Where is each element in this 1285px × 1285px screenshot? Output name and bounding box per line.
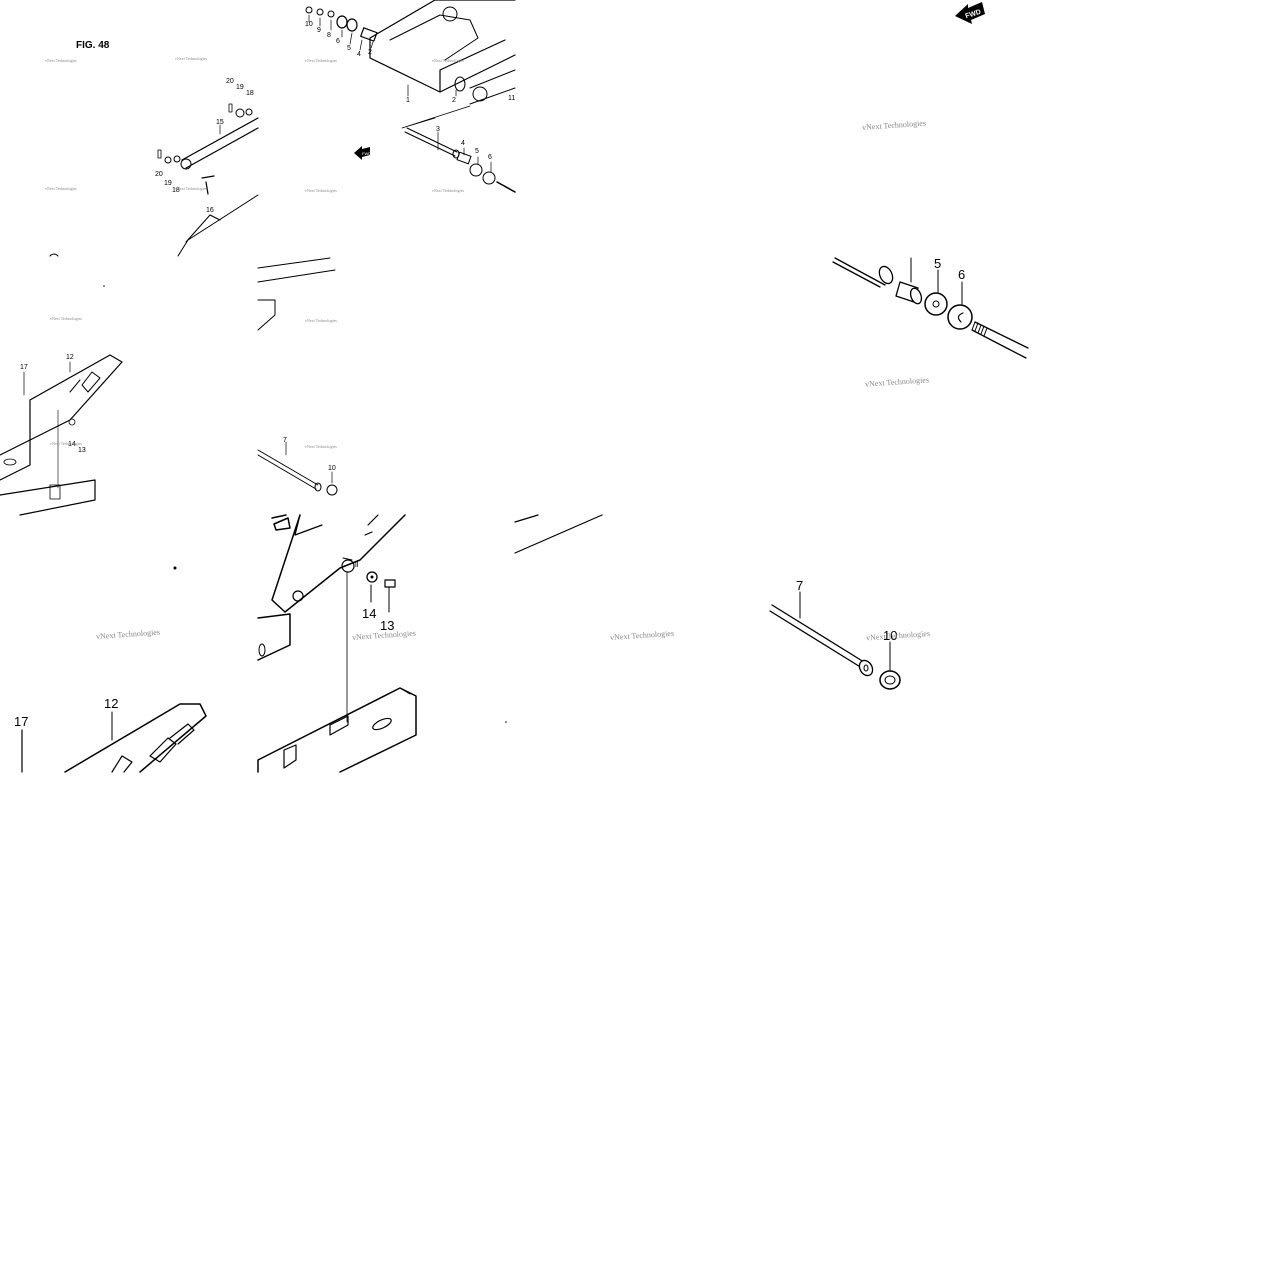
callout-17-small: 17 <box>20 364 28 371</box>
callout-7-small: 7 <box>283 437 287 444</box>
callout-5-zoom: 5 <box>934 256 941 271</box>
pivot-shaft-overview: 3 4 5 6 <box>404 126 516 193</box>
callout-10-small-b: 10 <box>328 465 336 472</box>
callout-12-zoom: 12 <box>104 696 118 711</box>
callout-10-zoom: 10 <box>883 628 897 643</box>
callout-18-small-a: 18 <box>246 90 254 97</box>
watermark-small-3: vNext Technologies <box>305 58 337 63</box>
callout-10-small: 10 <box>305 21 313 28</box>
callout-18-small-b: 18 <box>172 187 180 194</box>
watermark-small-5: vNext Technologies <box>45 186 77 191</box>
watermark-line-tile: vNext Technologies <box>610 629 674 642</box>
torque-rod-overview: 15 20 19 18 20 19 18 16 <box>155 78 259 257</box>
watermark-small-4: vNext Technologies <box>432 58 464 63</box>
callout-3-small: 3 <box>436 126 440 133</box>
callout-17-zoom: 17 <box>14 714 28 729</box>
callout-7-zoom: 7 <box>796 578 803 593</box>
callout-12-small: 12 <box>66 354 74 361</box>
watermark-shaft-tile: vNext Technologies <box>865 375 929 388</box>
callout-6-zoom: 6 <box>958 267 965 282</box>
callout-13-zoom: 13 <box>380 618 394 633</box>
watermark-small-8: vNext Technologies <box>432 188 464 193</box>
chain-guard-zoom-tile: 14 13 vNext Technologies ll <box>257 514 417 773</box>
fwd-label-small: FWD <box>362 151 371 156</box>
chain-guard-overview: 12 17 14 13 <box>0 354 123 516</box>
fwd-label-large: FWD <box>965 9 982 21</box>
frame-line-tile: vNext Technologies <box>514 514 674 642</box>
overview-tile: FIG. 48 10 9 8 6 <box>0 0 516 516</box>
watermark-small-7: vNext Technologies <box>305 188 337 193</box>
callout-14-mark: ll <box>355 560 359 569</box>
callout-15-small: 15 <box>216 119 224 126</box>
callout-1-small: 1 <box>406 97 410 104</box>
watermark-axle-tile: vNext Technologies <box>866 629 930 642</box>
figure-label: FIG. 48 <box>76 40 110 51</box>
watermark-small-10: vNext Technologies <box>305 318 337 323</box>
callout-19-small-a: 19 <box>236 84 244 91</box>
watermark-fwd-tile: vNext Technologies <box>862 119 926 132</box>
callout-20-small-a: 20 <box>226 78 234 85</box>
watermark-bracket-tile: vNext Technologies <box>352 629 416 642</box>
watermark-small-12: vNext Technologies <box>305 444 337 449</box>
callout-13-small: 13 <box>78 447 86 454</box>
axle-overview: 7 10 <box>257 437 338 496</box>
watermark-lower-tile: vNext Technologies <box>96 628 160 641</box>
watermark-small-9: vNext Technologies <box>50 316 82 321</box>
callout-14-small: 14 <box>68 441 76 448</box>
callout-6-small-b: 6 <box>488 154 492 161</box>
swingarm-frame <box>369 0 516 105</box>
pivot-parts-top: 10 9 8 6 5 4 2 1 2 11 <box>305 6 515 129</box>
callout-5-small-a: 5 <box>347 45 351 52</box>
watermark-small-11: vNext Technologies <box>50 441 82 446</box>
callout-9-small: 9 <box>317 27 321 34</box>
fwd-arrow-small: FWD <box>354 146 371 160</box>
callout-4-small-a: 4 <box>357 51 361 58</box>
callout-4-small-b: 4 <box>461 140 465 147</box>
chain-guard-lower-tile: 12 17 vNext Technologies <box>14 628 207 773</box>
callout-14-zoom: 14 <box>362 606 376 621</box>
callout-5-small-b: 5 <box>475 148 479 155</box>
callout-6-small-a: 6 <box>336 38 340 45</box>
fwd-arrow-tile: FWD vNext Technologies <box>862 2 985 132</box>
watermark-small-6: vNext Technologies <box>175 186 207 191</box>
pivot-shaft-zoom-tile: 5 6 vNext Technologies <box>832 256 1029 389</box>
callout-8-small: 8 <box>327 32 331 39</box>
callout-2-small-b: 2 <box>452 97 456 104</box>
callout-20-small-b: 20 <box>155 171 163 178</box>
axle-zoom-tile: 7 10 vNext Technologies <box>769 578 930 690</box>
callout-11-small: 11 <box>508 95 515 102</box>
callout-2-small-a: 2 <box>368 49 372 56</box>
watermark-small-2: vNext Technologies <box>175 56 207 61</box>
watermark-small-1: vNext Technologies <box>45 58 77 63</box>
callout-19-small-b: 19 <box>164 180 172 187</box>
callout-16-small: 16 <box>206 207 214 214</box>
